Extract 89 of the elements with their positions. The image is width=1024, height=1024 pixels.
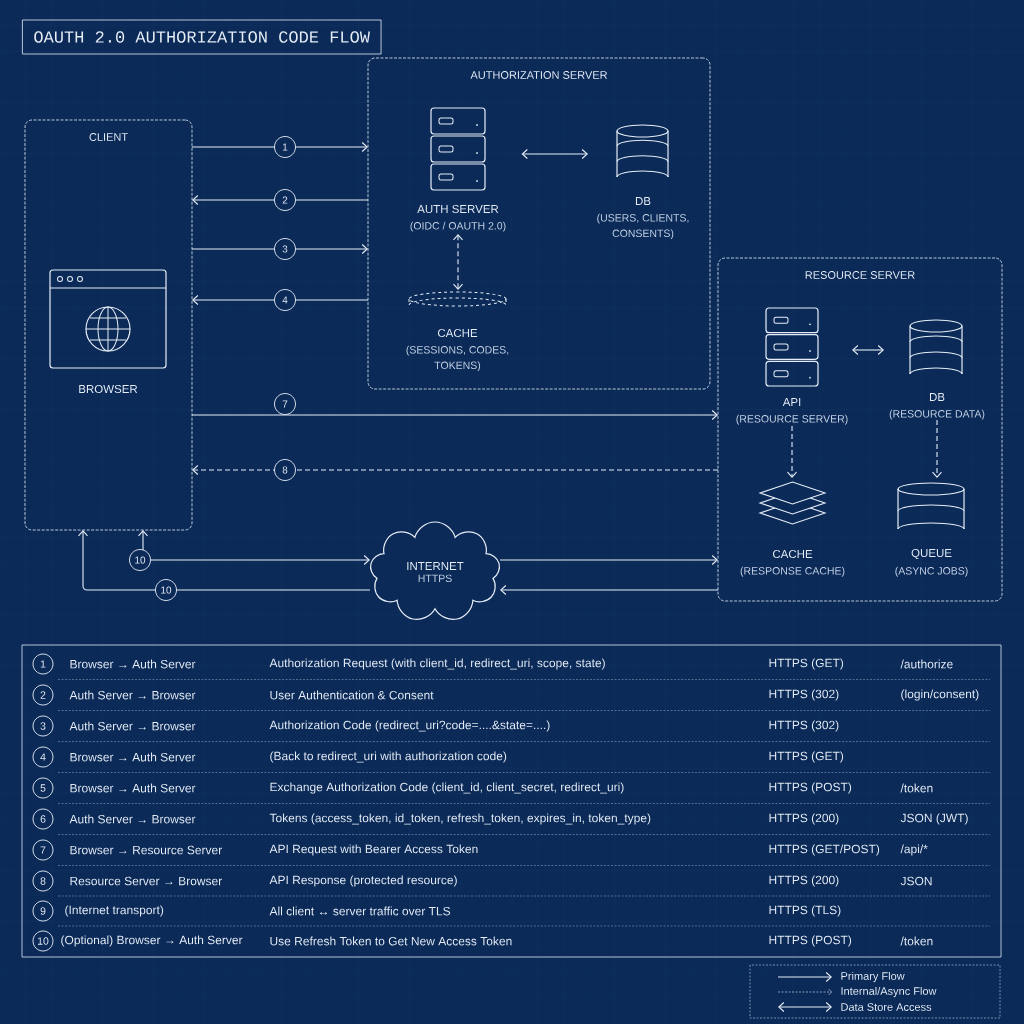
arrow — [521, 148, 588, 160]
step-number: 2 — [274, 189, 296, 211]
component-name: DB — [929, 393, 945, 401]
table-cell: JSON (JWT) — [900, 813, 968, 825]
step-number: 5 — [32, 777, 54, 799]
arrow — [499, 554, 718, 566]
arrow — [191, 141, 368, 153]
step-number: 1 — [32, 653, 54, 675]
table-cell: HTTPS (302) — [769, 689, 839, 701]
table-cell: HTTPS (POST) — [769, 935, 852, 947]
arrow — [500, 584, 719, 596]
step-number: 2 — [32, 684, 54, 706]
arrow — [192, 194, 369, 206]
arrow — [452, 234, 464, 290]
arrow — [786, 425, 798, 478]
table-cell: HTTPS (TLS) — [769, 905, 841, 917]
component-description: (OIDC / OAUTH 2.0) — [410, 221, 506, 232]
legend-text: Data Store Access — [841, 1003, 932, 1011]
component-description: (ASYNC JOBS) — [895, 566, 968, 577]
step-number: 10 — [32, 930, 54, 952]
table-cell: JSON — [900, 876, 932, 886]
component-name: CACHE — [437, 328, 478, 338]
step-number: 10 — [155, 579, 177, 601]
table-cell: HTTPS (GET) — [769, 658, 844, 670]
step-number: 3 — [274, 238, 296, 260]
table-cell: (login/consent) — [901, 689, 979, 701]
table-cell: HTTPS (200) — [769, 813, 839, 825]
component-description: (RESPONSE CACHE) — [740, 566, 845, 577]
table-cell: HTTPS (GET/POST) — [769, 844, 880, 856]
component-description: (SESSIONS, CODES, TOKENS) — [406, 345, 509, 372]
table-cell: (Optional) Browser → Auth Server — [61, 935, 243, 947]
table-cell: Browser → Resource Server — [70, 845, 222, 855]
step-number: 8 — [32, 870, 54, 892]
legend-text: Internal/Async Flow — [841, 986, 937, 998]
component-description: (USERS, CLIENTS, CONSENTS) — [597, 213, 689, 240]
step-number: 7 — [274, 393, 296, 415]
title-box: OAUTH 2.0 AUTHORIZATION CODE FLOW — [22, 19, 382, 55]
arrow — [137, 530, 370, 566]
step-number: 10 — [129, 549, 151, 571]
component-name: QUEUE — [911, 548, 952, 560]
step-number: 9 — [32, 900, 54, 922]
step-number: 8 — [274, 459, 296, 481]
table-cell: All client ↔ server traffic over TLS — [269, 906, 451, 916]
step-number: 4 — [32, 746, 54, 768]
table-cell: /token — [900, 783, 933, 793]
step-number: 6 — [32, 808, 54, 830]
table-cell: Browser → Auth Server — [70, 752, 196, 762]
arrow — [931, 419, 943, 478]
table-cell: Use Refresh Token to Get New Access Token — [270, 936, 512, 946]
component-name: AUTH SERVER — [417, 204, 499, 214]
table-cell: HTTPS (GET) — [769, 751, 844, 763]
table-cell: /api/* — [900, 844, 928, 856]
step-number: 7 — [32, 839, 54, 861]
table-cell: Resource Server → Browser — [70, 876, 222, 886]
component-name: BROWSER — [79, 384, 138, 394]
table-cell: HTTPS (302) — [769, 720, 839, 732]
component-name: API — [782, 398, 801, 406]
table-cell: Browser → Auth Server — [70, 659, 196, 669]
table-cell: (Internet transport) — [65, 905, 164, 917]
arrow — [77, 530, 371, 591]
table-cell: (Back to redirect_uri with authorization code) — [270, 751, 507, 763]
arrow — [852, 344, 884, 356]
table-cell: Authorization Code (redirect_uri?code=....&state=....) — [269, 720, 550, 732]
table-cell: HTTPS (POST) — [769, 782, 852, 794]
table-cell: Auth Server → Browser — [69, 814, 196, 824]
table-cell: Authorization Request (with client_id, redirect_uri, scope, state) — [269, 658, 605, 670]
table-cell: Auth Server → Browser — [69, 690, 196, 700]
table-cell: Exchange Authorization Code (client_id, client_secret, redirect_uri) — [270, 782, 624, 794]
component-name: CACHE — [772, 549, 813, 559]
arrow — [191, 243, 368, 255]
component-description: (RESOURCE DATA) — [889, 409, 985, 420]
table-cell: HTTPS (200) — [769, 875, 839, 887]
arrow — [192, 294, 369, 306]
arrow — [192, 464, 719, 476]
table-cell: Auth Server → Browser — [69, 721, 196, 731]
table-cell: API Response (protected resource) — [269, 875, 457, 887]
step-number: 1 — [274, 136, 296, 158]
table-cell: Browser → Auth Server — [70, 783, 196, 793]
step-number: 3 — [32, 715, 54, 737]
table-cell: Tokens (access_token, id_token, refresh_token, expires_in, token_type) — [269, 813, 651, 825]
table-cell: /authorize — [900, 659, 953, 669]
table-cell: API Request with Bearer Access Token — [269, 844, 478, 856]
step-number: 4 — [274, 289, 296, 311]
arrow — [191, 409, 718, 421]
table-cell: /token — [900, 936, 933, 946]
legend-text: Primary Flow — [841, 971, 905, 983]
component-name: DB — [635, 197, 651, 205]
component-description: (RESOURCE SERVER) — [736, 414, 848, 425]
table-cell: User Authentication & Consent — [270, 690, 434, 700]
